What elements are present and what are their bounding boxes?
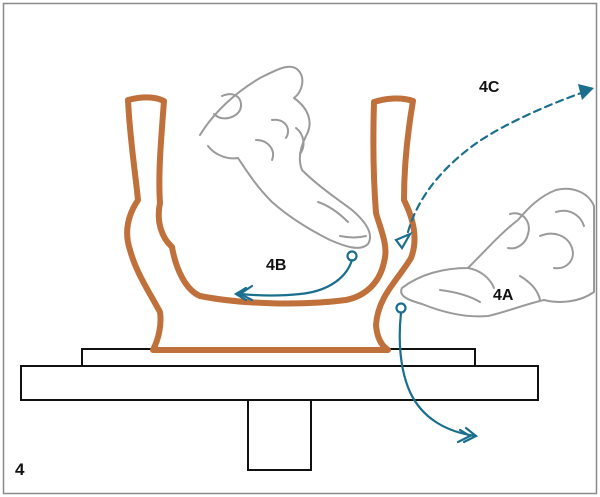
- label-4a: 4A: [493, 287, 514, 304]
- arrow-4a-path: [398, 311, 478, 438]
- arrow-4c-tail: [394, 231, 413, 250]
- clay-pot: [124, 94, 418, 353]
- pottery-wheel: [20, 348, 539, 471]
- wheel-head: [20, 365, 539, 401]
- arrow-4a-start-marker: [395, 302, 407, 314]
- figure-number: 4: [15, 460, 25, 479]
- arrow-4c-head: [578, 84, 594, 100]
- wheel-spindle: [247, 399, 312, 471]
- motion-arrows: [233, 84, 594, 444]
- label-4c: 4C: [479, 79, 500, 96]
- arrow-4c-path: [406, 90, 586, 234]
- label-4b: 4B: [266, 257, 286, 274]
- arrow-4b-path: [238, 258, 354, 297]
- arrow-4a-head: [456, 426, 479, 444]
- hand-outside: [400, 187, 595, 318]
- arrow-4b-head: [233, 284, 254, 302]
- hand-inside: [199, 65, 371, 249]
